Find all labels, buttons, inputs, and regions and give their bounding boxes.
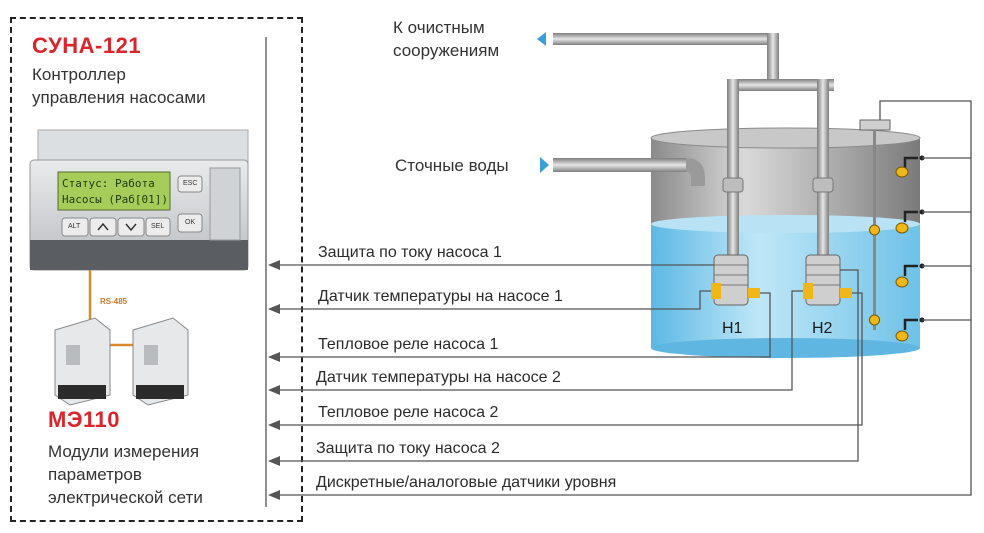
controller-desc-2: управления насосами [32,88,206,107]
signal-label: Датчик температуры на насосе 2 [316,369,561,386]
signal-label: Дискретные/аналоговые датчики уровня [316,474,617,491]
modules-desc-1: Модули измерения [48,442,200,461]
controller-title: СУНА-121 [32,33,142,58]
outlet-label-1: К очистным [393,18,485,37]
outlet-pipe [553,33,834,259]
pump-2-label: Н2 [812,320,833,337]
controller-frame [10,17,303,522]
lcd-line-2: Насосы (Раб[01]) [62,193,168,206]
signal-label: Датчик температуры на насосе 1 [318,288,563,305]
outlet-arrow-icon [537,32,546,46]
modules-desc-3: электрической сети [48,488,203,507]
controller-desc-1: Контроллер [32,65,126,84]
inlet-arrow-icon [540,157,549,173]
inlet-label: Сточные воды [395,156,509,175]
controller-device [29,129,249,271]
modules-title: МЭ110 [48,407,120,432]
pump-2 [803,254,852,306]
signal-label: Защита по току насоса 1 [318,244,502,261]
meter-modules [54,317,189,406]
esc-button[interactable]: ESC [183,180,198,187]
modules-desc-2: параметров [48,465,142,484]
pump-1 [711,254,760,306]
pump-1-label: Н1 [722,320,743,337]
signal-label: Тепловое реле насоса 1 [318,336,499,353]
outlet-label-2: сооружениям [393,41,500,60]
alt-button[interactable]: ALT [68,223,81,230]
signal-label: Тепловое реле насоса 2 [318,404,499,421]
lcd-line-1: Статус: Работа [62,177,155,190]
rs485-label: RS-485 [100,297,128,306]
sel-button[interactable]: SEL [151,223,165,230]
inlet-pipe [553,158,705,186]
signal-arrows [268,260,280,500]
signal-label: Защита по току насоса 2 [316,440,500,457]
ok-button[interactable]: OK [185,219,196,226]
